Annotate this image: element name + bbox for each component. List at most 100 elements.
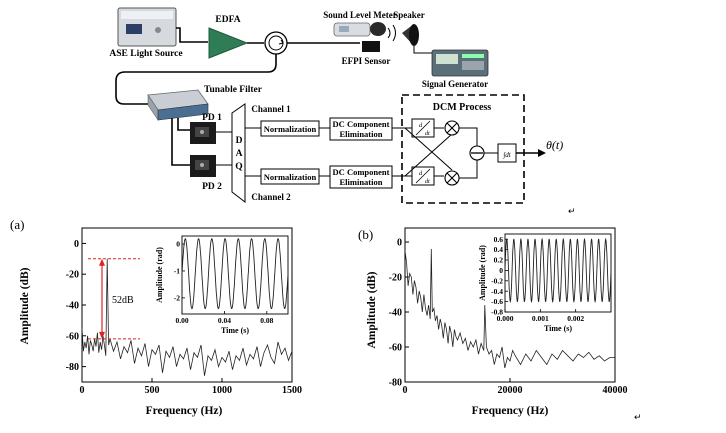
- sound-wave: [387, 27, 391, 39]
- inset-ylabel: Amplitude (rad): [155, 247, 164, 303]
- multiplier-2: [444, 170, 460, 186]
- x-tick-label: 0: [80, 385, 85, 396]
- annotation-arrowhead-down: [99, 331, 105, 339]
- inset-y-tick-label: 0.4: [494, 245, 504, 254]
- inset-y-tick-label: -0.8: [491, 308, 503, 317]
- daq-block: [231, 103, 246, 204]
- y-tick-label: -60: [389, 343, 402, 354]
- setup-diagram: ASE Light Source EDFA Sound Level Meter: [109, 7, 576, 216]
- inset-y-tick-label: 0: [499, 266, 503, 275]
- inset-x-tick-label: 0.002: [567, 314, 584, 323]
- y-tick-label: -40: [66, 301, 79, 312]
- pd1-label: PD 1: [202, 113, 222, 123]
- inset-xlabel: Time (s): [544, 324, 572, 333]
- inset-y-tick-label: 0.2: [494, 256, 504, 265]
- multiplier-1: [444, 120, 460, 136]
- inset-series-line: [181, 238, 289, 310]
- paragraph-mark: ↵: [634, 412, 642, 422]
- inset-x-tick-label: 0.000: [497, 314, 514, 323]
- y-tick-label: -60: [66, 331, 79, 342]
- inset-x-tick-label: 0.00: [175, 316, 188, 325]
- y-tick-label: -20: [66, 270, 79, 281]
- inset-y-tick-label: 0: [176, 240, 180, 249]
- pd2-label: PD 2: [202, 182, 222, 192]
- y-tick-label: 0: [74, 239, 79, 250]
- inset-series-line: [504, 237, 612, 304]
- output-arrowhead: [538, 149, 546, 157]
- series-line: [404, 248, 615, 369]
- daq-letter: Q: [235, 162, 242, 172]
- y-tick-label: -80: [389, 378, 402, 389]
- derivative-denominator: dt: [425, 179, 430, 185]
- ase-light-source-label: ASE Light Source: [109, 49, 182, 59]
- pd2-device: [190, 155, 216, 177]
- annotation-label: 52dB: [112, 295, 134, 306]
- normalization-label-2: Normalization: [264, 172, 317, 182]
- y-tick-label: -20: [389, 273, 402, 284]
- inset-y-tick-label: -2: [174, 293, 180, 302]
- x-tick-label: 20000: [498, 385, 523, 396]
- chart-a-ylabel: Amplitude (dB): [19, 267, 31, 344]
- inset-x-tick-label: 0.04: [218, 316, 231, 325]
- inset-y-tick-label: -0.6: [491, 297, 503, 306]
- chart-b-xlabel: Frequency (Hz): [472, 405, 549, 417]
- chart-b-ylabel: Amplitude (dB): [366, 271, 378, 348]
- inset-y-tick-label: 0.6: [494, 235, 504, 244]
- inset-y-tick-label: -0.2: [491, 276, 503, 285]
- efpi-sensor-label: EFPI Sensor: [342, 56, 391, 66]
- sound-wave: [392, 24, 396, 42]
- y-tick-label: 0: [397, 238, 402, 249]
- panel-label-b: (b): [358, 227, 373, 242]
- wire-mult1-sub: [459, 127, 478, 146]
- inset-y-tick-label: -1: [174, 267, 180, 276]
- subtractor: [469, 145, 485, 161]
- signal-generator-device: [431, 49, 489, 77]
- derivative-denominator: dt: [425, 131, 430, 137]
- y-tick-label: -40: [389, 308, 402, 319]
- tunable-filter-device: [147, 89, 209, 121]
- annotation-arrowhead-up: [99, 258, 105, 266]
- speaker-label: Speaker: [393, 10, 425, 20]
- dcm-process-frame: [401, 94, 525, 204]
- inset-x-tick-label: 0.001: [532, 314, 549, 323]
- sound-level-meter-label: Sound Level Meter: [323, 10, 397, 20]
- pd1-device: [190, 122, 216, 144]
- chart-a-series: [81, 258, 293, 376]
- fiber-filter-pd2: [171, 118, 190, 166]
- channel1-label: Channel 1: [251, 104, 291, 114]
- inset-x-tick-label: 0.08: [260, 316, 273, 325]
- sound-level-meter-device: [333, 22, 386, 37]
- y-tick-label: -80: [66, 362, 79, 373]
- normalization-label-1: Normalization: [264, 124, 317, 134]
- derivative-numerator: d: [419, 170, 423, 177]
- x-tick-label: 0: [403, 385, 408, 396]
- daq-letter: A: [236, 149, 243, 159]
- edfa-label: EDFA: [215, 15, 240, 25]
- inset-y-tick-label: -0.4: [491, 287, 503, 296]
- integrator-label: ∫dt: [502, 151, 511, 159]
- dc-elimination-line1: DC Component: [333, 167, 390, 177]
- inset-xlabel: Time (s): [221, 326, 249, 335]
- speaker-device: [402, 24, 419, 46]
- dc-elimination-line2: Elimination: [340, 177, 383, 187]
- fiber-circulator-filter: [115, 54, 277, 105]
- x-tick-label: 1500: [282, 385, 302, 396]
- panel-label-a: (a): [10, 217, 24, 232]
- tunable-filter-label: Tunable Filter: [204, 85, 263, 95]
- efpi-sensor-device: [362, 41, 380, 52]
- dc-elimination-line1: DC Component: [333, 119, 390, 129]
- x-tick-label: 1000: [212, 385, 232, 396]
- inset-ylabel: Amplitude (rad): [478, 245, 487, 301]
- dc-elimination-box-2: [329, 165, 393, 189]
- dc-elimination-box-1: [329, 117, 393, 141]
- x-tick-label: 500: [145, 385, 160, 396]
- derivative-numerator: d: [419, 122, 423, 129]
- channel2-label: Channel 2: [251, 192, 291, 202]
- cross-wire: [404, 133, 453, 177]
- wire-mult2-sub: [459, 160, 478, 179]
